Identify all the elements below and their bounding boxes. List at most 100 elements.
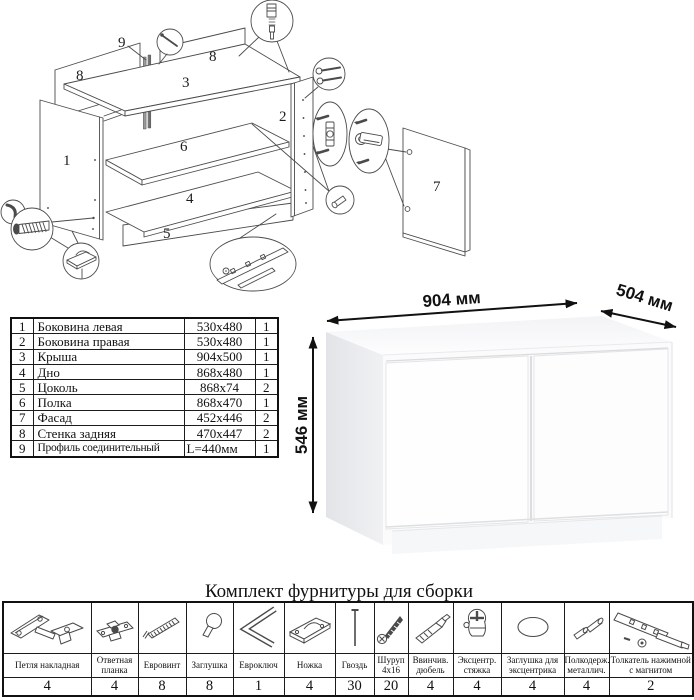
hardware-table: Петля накладная Ответная планка Евровинт…: [2, 601, 694, 697]
hardware-qty: 4: [407, 677, 454, 697]
part-size: 904x500: [183, 348, 256, 365]
part-label-1: 1: [63, 153, 71, 169]
hardware-labels-row: Петля накладная Ответная планка Евровинт…: [2, 653, 694, 678]
part-label-8a: 8: [76, 68, 84, 84]
table-row: 8 Стенка задняя 470x447 2: [10, 425, 279, 442]
part-name: Цоколь: [32, 379, 185, 396]
part-qty: 1: [254, 317, 279, 335]
part-name: Крыша: [32, 348, 185, 365]
part-name: Боковина левая: [32, 317, 185, 335]
screw-icon: [376, 616, 403, 645]
width-dimension: 904 мм: [422, 288, 481, 311]
hardware-label: Гвоздь: [334, 653, 375, 678]
part-label-5: 5: [163, 226, 171, 242]
table-row: 6 Полка 868x470 1: [10, 394, 279, 411]
cabinet-top: [326, 316, 672, 355]
table-row: 1 Боковина левая 530x480 1: [10, 317, 279, 335]
hardware-qty: 8: [137, 677, 187, 697]
push-latch-icon: [613, 612, 690, 650]
part-name: Дно: [32, 363, 185, 381]
part-label-4: 4: [186, 191, 194, 207]
part-qty: 2: [254, 425, 279, 442]
depth-arrow: [600, 308, 677, 330]
hardware-label: Евроключ: [232, 653, 285, 678]
depth-dimension: 504 мм: [614, 280, 675, 315]
cam-lock-icon: [463, 608, 487, 637]
hardware-qty: 4: [90, 677, 139, 697]
cabinet-left-side: [326, 332, 383, 545]
cabinet-illustration: [326, 316, 673, 554]
part-name: Боковина правая: [32, 333, 185, 350]
cam-cap-icon: [516, 616, 549, 638]
hardware-qty: 2: [608, 677, 694, 697]
part-number: 5: [10, 379, 34, 396]
hardware-qty: 4: [452, 677, 502, 697]
part-name: Профиль соединительный: [32, 440, 185, 458]
part-qty: 1: [254, 333, 279, 350]
cap-icon: [201, 613, 222, 638]
table-row: 5 Цоколь 868x74 2: [10, 379, 279, 396]
dowel-icon: [414, 613, 451, 644]
left-side-panel: [39, 99, 104, 241]
hardware-label: Ответная планка: [90, 653, 139, 678]
hardware-qty: 8: [185, 677, 234, 697]
table-row: 3 Крыша 904x500 1: [10, 348, 279, 365]
part-name: Стенка задняя: [32, 425, 185, 442]
part-number: 8: [10, 425, 34, 442]
hardware-label: Полкодерж. металлич.: [563, 653, 610, 678]
callout-screw-top: [156, 28, 184, 65]
part-label-3: 3: [182, 75, 190, 91]
mounting-plate-icon: [95, 620, 134, 642]
cabinet-door-right: [533, 348, 669, 522]
hardware-qty: 4: [563, 677, 610, 697]
part-label-9: 9: [118, 35, 126, 51]
part-number: 6: [10, 394, 34, 411]
part-number: 2: [10, 333, 34, 350]
part-qty: 2: [254, 409, 279, 427]
width-arrow: [326, 299, 578, 325]
part-size: 530x480: [183, 333, 256, 350]
cabinet-door-left: [385, 355, 529, 530]
part-label-6: 6: [180, 139, 188, 155]
part-number: 4: [10, 363, 34, 381]
exploded-view: 1 2 3 4 5 6 7 8 8 9: [0, 0, 471, 292]
callout-hinge-plate: [312, 101, 348, 167]
hex-key-icon: [238, 606, 277, 648]
dimension-arrows: [308, 299, 677, 514]
hardware-qty-row: 4 4 8 8 1 4 30 20 4 4 4 4 2: [2, 677, 694, 697]
hardware-qty: 30: [334, 677, 375, 697]
hardware-label: Эксцентр. стяжка: [452, 653, 502, 678]
hardware-qty: 4: [283, 677, 336, 697]
part-qty: 1: [254, 348, 279, 365]
part-number: 7: [10, 409, 34, 427]
part-number: 9: [10, 440, 34, 458]
part-label-2: 2: [279, 109, 287, 125]
callout-profile-screw: [10, 207, 95, 251]
foot-icon: [288, 617, 331, 644]
hardware-qty: 4: [500, 677, 565, 697]
hardware-label: Толкатель нажимной с магнитом: [608, 653, 694, 678]
hardware-label: Петля накладная: [2, 653, 92, 678]
hardware-qty: 20: [373, 677, 409, 697]
callout-foot: [62, 230, 100, 280]
right-side-panel: [290, 76, 314, 218]
table-row: 2 Боковина правая 530x480 1: [10, 333, 279, 350]
shelf-pin-icon: [572, 617, 603, 640]
callout-hinge-arm: [348, 108, 407, 207]
callout-push-latch: [238, 0, 294, 73]
table-row: 7 Фасад 452x446 2: [10, 409, 279, 427]
part-size: 530x480: [183, 317, 256, 335]
cabinet-plinth: [392, 516, 662, 554]
hardware-label: Заглушка для эксцентрика: [500, 653, 565, 678]
hardware-label: Ввинчив. дюбель: [407, 653, 454, 678]
part-size: 452x446: [183, 409, 256, 427]
part-size: 868x470: [183, 394, 256, 411]
part-name: Фасад: [32, 409, 185, 427]
callout-screws: [304, 57, 346, 99]
part-size: 868x74: [183, 379, 256, 396]
height-dimension: 546 мм: [292, 396, 311, 454]
hinge-icon: [10, 614, 84, 645]
table-row: 4 Дно 868x480 1: [10, 363, 279, 381]
part-size: 868x480: [183, 363, 256, 381]
